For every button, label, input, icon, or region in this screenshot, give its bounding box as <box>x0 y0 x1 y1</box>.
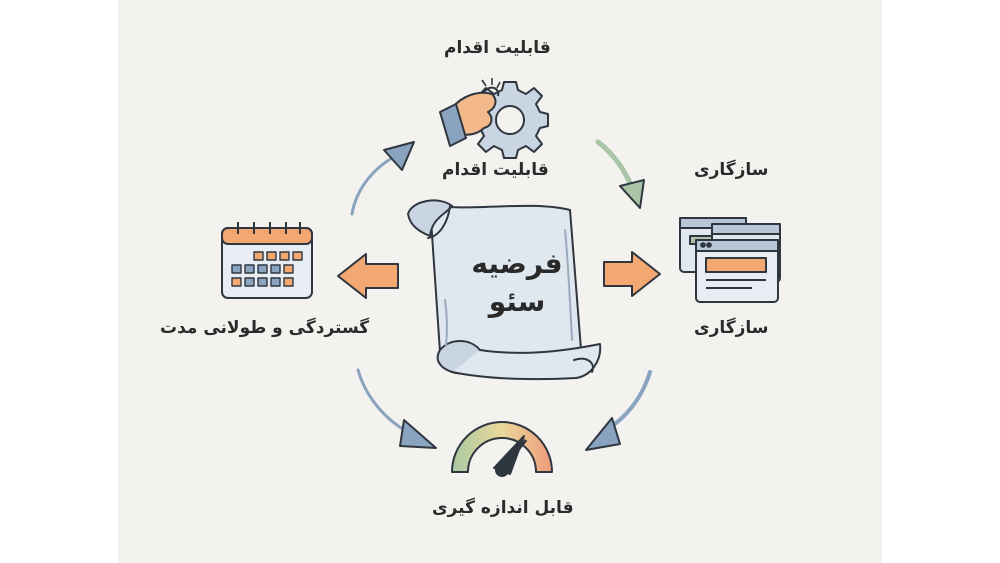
browser-windows-icon <box>679 217 781 303</box>
node-label-top: قابلیت اقدام <box>444 38 551 58</box>
arrow-top-left <box>350 141 415 216</box>
arrow-bottom-left <box>356 368 437 449</box>
scroll-icon <box>407 199 602 381</box>
node-label-top-sub: قابلیت اقدام <box>442 160 549 180</box>
arrow-bottom-right <box>585 370 652 451</box>
arrow-right <box>603 251 661 297</box>
calendar-icon <box>221 222 313 299</box>
center-title: فرضیه سئو <box>462 245 572 321</box>
node-label-bottom: قابل اندازه گیری <box>432 498 574 518</box>
gauge-icon <box>451 421 553 477</box>
hand-gear-icon <box>439 78 549 159</box>
node-label-left: گستردگی و طولانی مدت <box>160 318 370 338</box>
node-label-right: سازگاری <box>694 160 769 180</box>
node-label-right-sub: سازگاری <box>694 318 769 338</box>
arrow-top-right <box>595 139 645 209</box>
center-title-line2: سئو <box>488 285 546 318</box>
center-title-line1: فرضیه <box>471 247 563 280</box>
arrow-left <box>337 253 399 299</box>
